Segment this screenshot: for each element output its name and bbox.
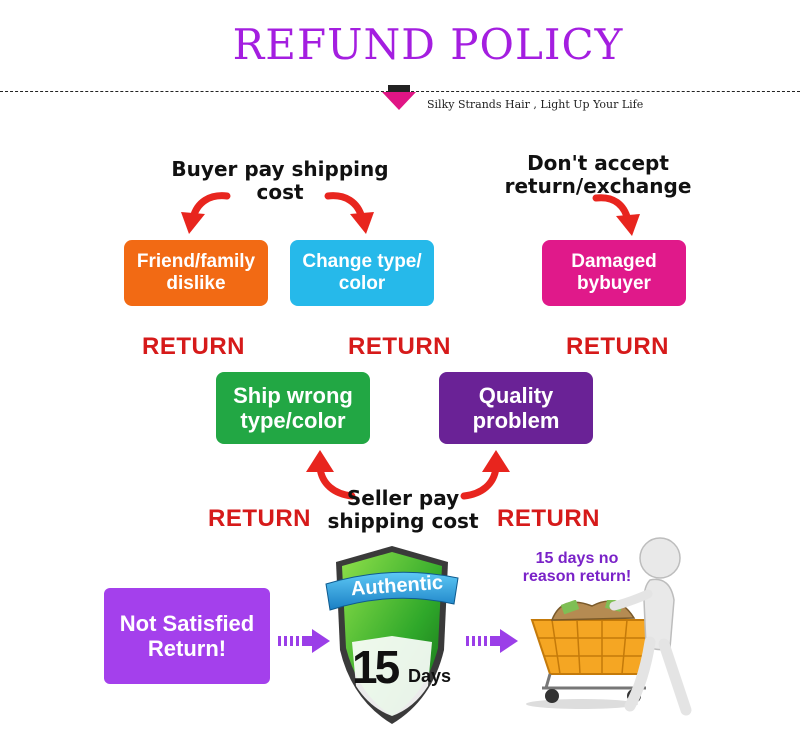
curved-arrow-right-icon	[324, 192, 374, 234]
return-label: RETURN	[348, 333, 451, 360]
friend-family-dislike-box: Friend/family dislike	[124, 240, 268, 306]
curved-arrow-left-icon	[181, 192, 231, 234]
not-satisfied-return-box: Not Satisfied Return!	[104, 588, 270, 684]
no-reason-return-text: 15 days no reason return!	[522, 550, 632, 586]
shield-badge-icon	[325, 546, 459, 724]
curved-arrow-up-left-icon	[306, 450, 356, 500]
divider-notch	[388, 85, 410, 92]
no-return-heading: Don't accept return/exchange	[504, 151, 692, 198]
ship-wrong-type-box: Ship wrong type/color	[216, 372, 370, 444]
curved-arrow-up-right-icon	[460, 450, 510, 500]
dotted-arrow-right-icon	[466, 629, 518, 653]
days-number: 15	[352, 641, 400, 693]
seller-shipping-heading: Seller pay shipping cost	[327, 486, 479, 533]
change-type-color-box: Change type/ color	[290, 240, 434, 306]
damaged-by-buyer-box: Damaged bybuyer	[542, 240, 686, 306]
brand-tagline: Silky Strands Hair , Light Up Your Life	[427, 98, 644, 111]
return-label: RETURN	[566, 333, 669, 360]
page-title: REFUND POLICY	[232, 20, 624, 69]
return-label: RETURN	[497, 505, 600, 532]
days-word: Days	[408, 666, 452, 686]
person-pushing-icon	[609, 537, 692, 716]
return-label: RETURN	[142, 333, 245, 360]
triangle-down-icon	[382, 92, 416, 110]
buyer-shipping-heading: Buyer pay shipping cost	[171, 157, 389, 204]
curved-arrow-right-icon	[592, 194, 640, 236]
dotted-arrow-right-icon	[278, 629, 330, 653]
quality-problem-box: Quality problem	[439, 372, 593, 444]
return-label: RETURN	[208, 505, 311, 532]
